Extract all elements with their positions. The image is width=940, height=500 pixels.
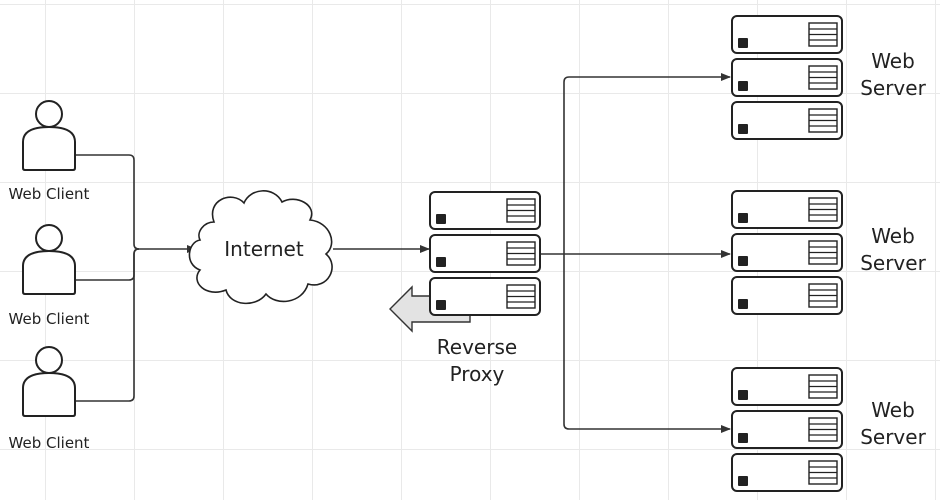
web-client-3-icon (22, 346, 76, 417)
web-server-2-label: Web Server (860, 224, 926, 275)
internet-cloud-icon (188, 190, 333, 305)
internet-label: Internet (224, 237, 304, 261)
web-client-1-label: Web Client (8, 185, 90, 203)
web-server-stack-3 (731, 367, 843, 492)
web-client-2-icon (22, 224, 76, 295)
proxy-to-server-connectors (540, 73, 731, 433)
web-client-3-label: Web Client (8, 434, 90, 452)
web-client-2-label: Web Client (8, 310, 90, 328)
web-server-stack-2 (731, 190, 843, 315)
web-server-1-label: Web Server (860, 49, 926, 100)
web-server-3-label: Web Server (860, 398, 926, 449)
web-client-1-icon (22, 100, 76, 171)
reverse-proxy-server-stack (429, 191, 541, 316)
reverse-proxy-label: Reverse Proxy (436, 335, 518, 386)
client-connectors (76, 154, 197, 402)
web-server-stack-1 (731, 15, 843, 140)
